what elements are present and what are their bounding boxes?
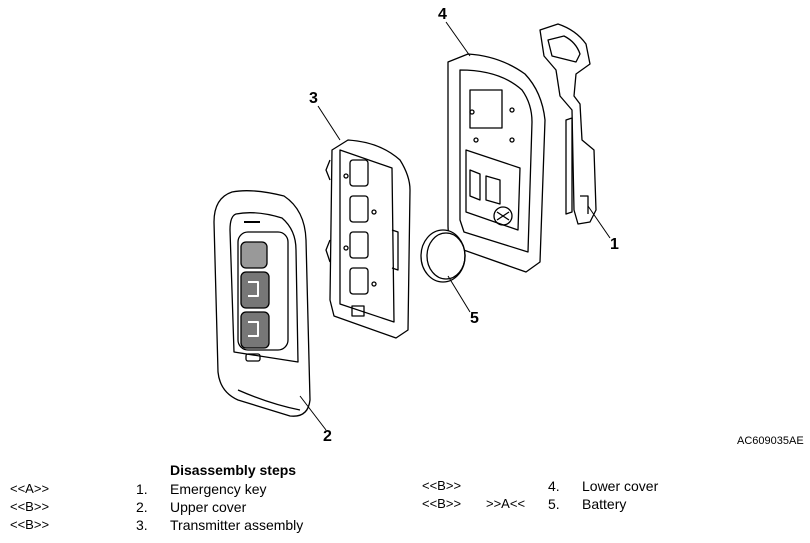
emergency-key-drawing xyxy=(539,23,597,225)
figure-code: AC609035AE xyxy=(737,435,804,447)
step-label: Battery xyxy=(582,496,627,512)
step-label: Transmitter assembly xyxy=(170,517,304,533)
step-ref: <<B>> xyxy=(10,499,50,514)
step-row: <<A>> 1. Emergency key xyxy=(0,480,420,498)
callout-2: 2 xyxy=(323,428,332,445)
exploded-view-diagram xyxy=(213,21,611,431)
transmitter-assembly-drawing xyxy=(325,139,411,339)
step-ref: <<B>> xyxy=(422,478,462,493)
battery-drawing xyxy=(420,229,466,283)
callout-5: 5 xyxy=(470,310,479,327)
step-label: Lower cover xyxy=(582,478,659,494)
step-row: <<B>> 2. Upper cover xyxy=(0,498,420,516)
callout-4: 4 xyxy=(438,6,447,23)
step-number: 4. xyxy=(548,478,560,494)
callout-3: 3 xyxy=(309,90,318,107)
step-row: <<B>> >>A<< 5. Battery xyxy=(420,495,810,513)
step-ref: <<B>> xyxy=(422,496,462,511)
step-row: <<B>> 4. Lower cover xyxy=(420,477,810,495)
callout-1: 1 xyxy=(610,236,619,253)
step-number: 2. xyxy=(136,499,148,515)
steps-title: Disassembly steps xyxy=(170,462,297,478)
step-number: 3. xyxy=(136,517,148,533)
lower-cover-drawing xyxy=(447,53,546,273)
step-ref-secondary: >>A<< xyxy=(486,496,526,511)
step-row: <<B>> 3. Transmitter assembly xyxy=(0,516,420,534)
step-ref: <<A>> xyxy=(10,481,50,496)
step-number: 5. xyxy=(548,496,560,512)
upper-cover-drawing xyxy=(213,190,311,417)
step-number: 1. xyxy=(136,481,148,497)
step-label: Emergency key xyxy=(170,481,267,497)
step-label: Upper cover xyxy=(170,499,247,515)
step-ref: <<B>> xyxy=(10,517,50,532)
